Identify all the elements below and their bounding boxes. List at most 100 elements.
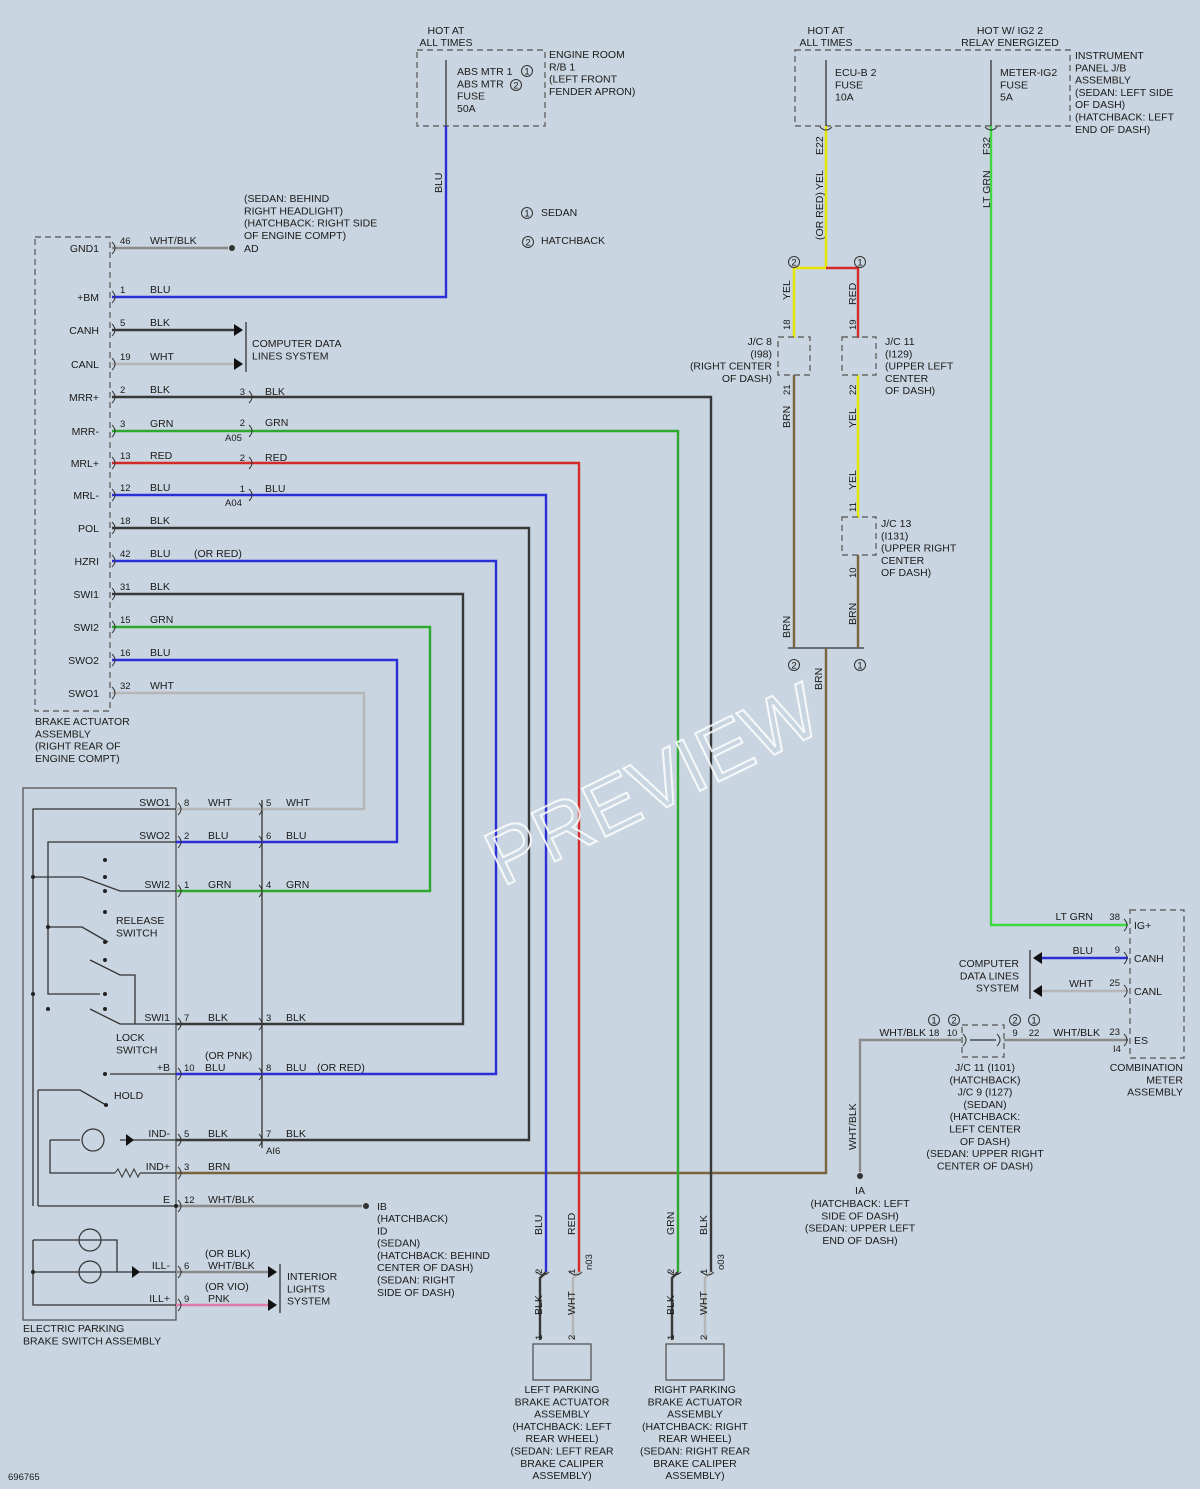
- connector-mark: [962, 1033, 967, 1047]
- jc13-label: CENTER: [881, 555, 925, 567]
- switch-assembly-label: ELECTRIC PARKING: [23, 1323, 124, 1335]
- arrow-right-icon: [234, 358, 243, 370]
- switch-contact: [103, 1007, 107, 1011]
- jc-bottom-label: (HATCHBACK): [950, 1074, 1021, 1086]
- ground-ib-label: (HATCHBACK): [377, 1213, 448, 1225]
- junction-dot: [31, 875, 35, 879]
- wire-label: WHT: [698, 1291, 710, 1315]
- pin-number: 10: [848, 567, 859, 578]
- wire-red-ecu: [826, 266, 860, 338]
- wire-label: BRN: [847, 603, 859, 625]
- jc-bottom-box: [961, 1024, 1005, 1058]
- computer-data-label: COMPUTER DATA: [252, 338, 341, 350]
- pin-number: 12: [184, 1195, 195, 1206]
- wire-mrr-plus: [112, 395, 713, 1272]
- wire-label: BLK: [286, 1128, 306, 1140]
- option-number: 2: [1012, 1016, 1017, 1027]
- switch-assembly-label: BRAKE SWITCH ASSEMBLY: [23, 1335, 161, 1347]
- connector-mark: [111, 554, 116, 568]
- wire-label: BLK: [208, 1128, 228, 1140]
- switch-pin-name: IND-: [148, 1128, 170, 1140]
- wire-label: BLU: [150, 482, 170, 494]
- wire-right-wht: [703, 1271, 712, 1340]
- wire-label: BLU: [150, 548, 170, 560]
- switch-pin-name: +B: [157, 1062, 170, 1074]
- jc11-label: OF DASH): [885, 385, 935, 397]
- connector-mark: [258, 802, 263, 816]
- ground-ad-label: OF ENGINE COMPT): [244, 230, 346, 242]
- brake-actuator-label: ENGINE COMPT): [35, 753, 120, 765]
- connector-id: A05: [225, 433, 242, 444]
- right-actuator-label: ASSEMBLY: [667, 1409, 723, 1421]
- ground-ib-icon: [363, 1203, 369, 1209]
- wire-label: BRN: [781, 406, 793, 428]
- wire-mrr-minus: [112, 429, 680, 1272]
- wire-label: GRN: [265, 417, 288, 429]
- resistor-icon: [114, 1167, 141, 1179]
- internal-swo1: [32, 808, 176, 1206]
- hot-at-all-times-label: HOT AT: [808, 25, 846, 37]
- jc13-label: (UPPER RIGHT: [881, 543, 957, 555]
- jc-bottom-label: (SEDAN: UPPER RIGHT: [926, 1148, 1044, 1160]
- pin-number: 2: [699, 1335, 710, 1340]
- pin-number: 9: [184, 1294, 189, 1305]
- hot-at-all-times-label: ALL TIMES: [419, 37, 472, 49]
- pin-number: 42: [120, 549, 131, 560]
- connector-mark: [1123, 951, 1128, 965]
- switch-contact: [104, 1103, 108, 1107]
- connector-mark: [248, 456, 253, 470]
- instrument-jb-label: ASSEMBLY: [1075, 75, 1131, 87]
- option-number-circle: [522, 236, 534, 248]
- left-actuator-label: LEFT PARKING: [525, 1384, 600, 1396]
- pin-number: 16: [120, 648, 131, 659]
- wire-label: WHT: [150, 680, 174, 692]
- pin-number: 1: [240, 484, 245, 495]
- wire-label: WHT: [566, 1291, 578, 1315]
- brake-actuator-label: (RIGHT REAR OF: [35, 741, 121, 753]
- actuator-pin-name: SWI2: [73, 622, 99, 634]
- option-number-circle: [1009, 1014, 1021, 1026]
- pin-number: 12: [120, 483, 131, 494]
- switch-contact: [103, 889, 107, 893]
- option-number: 1: [857, 661, 862, 672]
- actuator-pin-name: SWO2: [68, 655, 99, 667]
- brake-actuator-label: ASSEMBLY: [35, 728, 91, 740]
- right-actuator-label: (SEDAN: RIGHT REAR: [640, 1446, 750, 1458]
- left-actuator-label: (HATCHBACK: LEFT: [513, 1421, 613, 1433]
- jc-bottom-label: OF DASH): [960, 1136, 1010, 1148]
- jc8-label: J/C 8: [747, 336, 772, 348]
- instrument-jb-label: (SEDAN: LEFT SIDE: [1075, 87, 1173, 99]
- internal-release2: [89, 959, 136, 1024]
- switch-contact: [103, 940, 107, 944]
- ill-lamp-icon: [78, 1228, 102, 1252]
- pin-number: 46: [120, 236, 131, 247]
- connector-mark: [701, 1271, 715, 1276]
- pin-number: 1: [666, 1335, 677, 1340]
- option-number: 2: [951, 1016, 956, 1027]
- pin-number: 2: [240, 453, 245, 464]
- switch-pin-name: SWI1: [144, 1012, 170, 1024]
- wire-right-blk: [670, 1271, 679, 1340]
- jc-bottom-label: J/C 9 (I127): [958, 1087, 1013, 1099]
- document-id: 696765: [8, 1472, 40, 1483]
- junction-dot: [31, 992, 35, 996]
- wire-swo2: [112, 658, 399, 844]
- ground-ib-label: (SEDAN): [377, 1238, 420, 1250]
- wire-note: (OR VIO): [205, 1281, 249, 1293]
- option-number: 1: [524, 67, 529, 78]
- meter-ig2-fuse-label: 5A: [1000, 92, 1013, 104]
- connector-mark: [536, 1271, 550, 1276]
- parking-switch-box: [22, 787, 177, 1321]
- engine-room-rb-label: FENDER APRON): [549, 86, 635, 98]
- instrument-jb-label: OF DASH): [1075, 99, 1125, 111]
- wire-label: WHT: [286, 797, 310, 809]
- option-number: 1: [1031, 1016, 1036, 1027]
- right-actuator-label: ASSEMBLY): [665, 1470, 724, 1482]
- jc13-label: OF DASH): [881, 567, 931, 579]
- connector-mark: [111, 686, 116, 700]
- wire-label: BLU: [150, 647, 170, 659]
- meter-pin-name: IG+: [1134, 920, 1151, 932]
- pin-number: 18: [120, 516, 131, 527]
- wire-label: BLK: [698, 1215, 710, 1235]
